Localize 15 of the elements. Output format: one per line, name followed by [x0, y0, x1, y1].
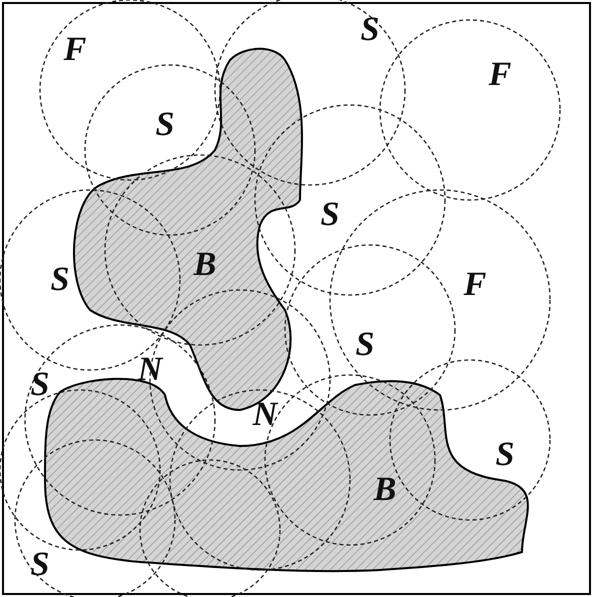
region-letter: S [156, 108, 174, 142]
region-letter: S [356, 328, 374, 362]
region-letter: S [50, 263, 70, 297]
region-letter: B [374, 473, 396, 507]
region-letter: F [64, 33, 86, 67]
region-letter: B [194, 248, 216, 282]
region-letter: F [488, 58, 512, 92]
region-letter: S [360, 13, 380, 47]
region-letter: S [496, 438, 514, 472]
region-letter: N [138, 353, 162, 387]
region-letter: S [30, 368, 50, 402]
region-letter: F [464, 268, 486, 302]
region-letter: S [30, 548, 50, 582]
region-letter: S [320, 198, 340, 232]
region-letter: N [252, 398, 278, 432]
